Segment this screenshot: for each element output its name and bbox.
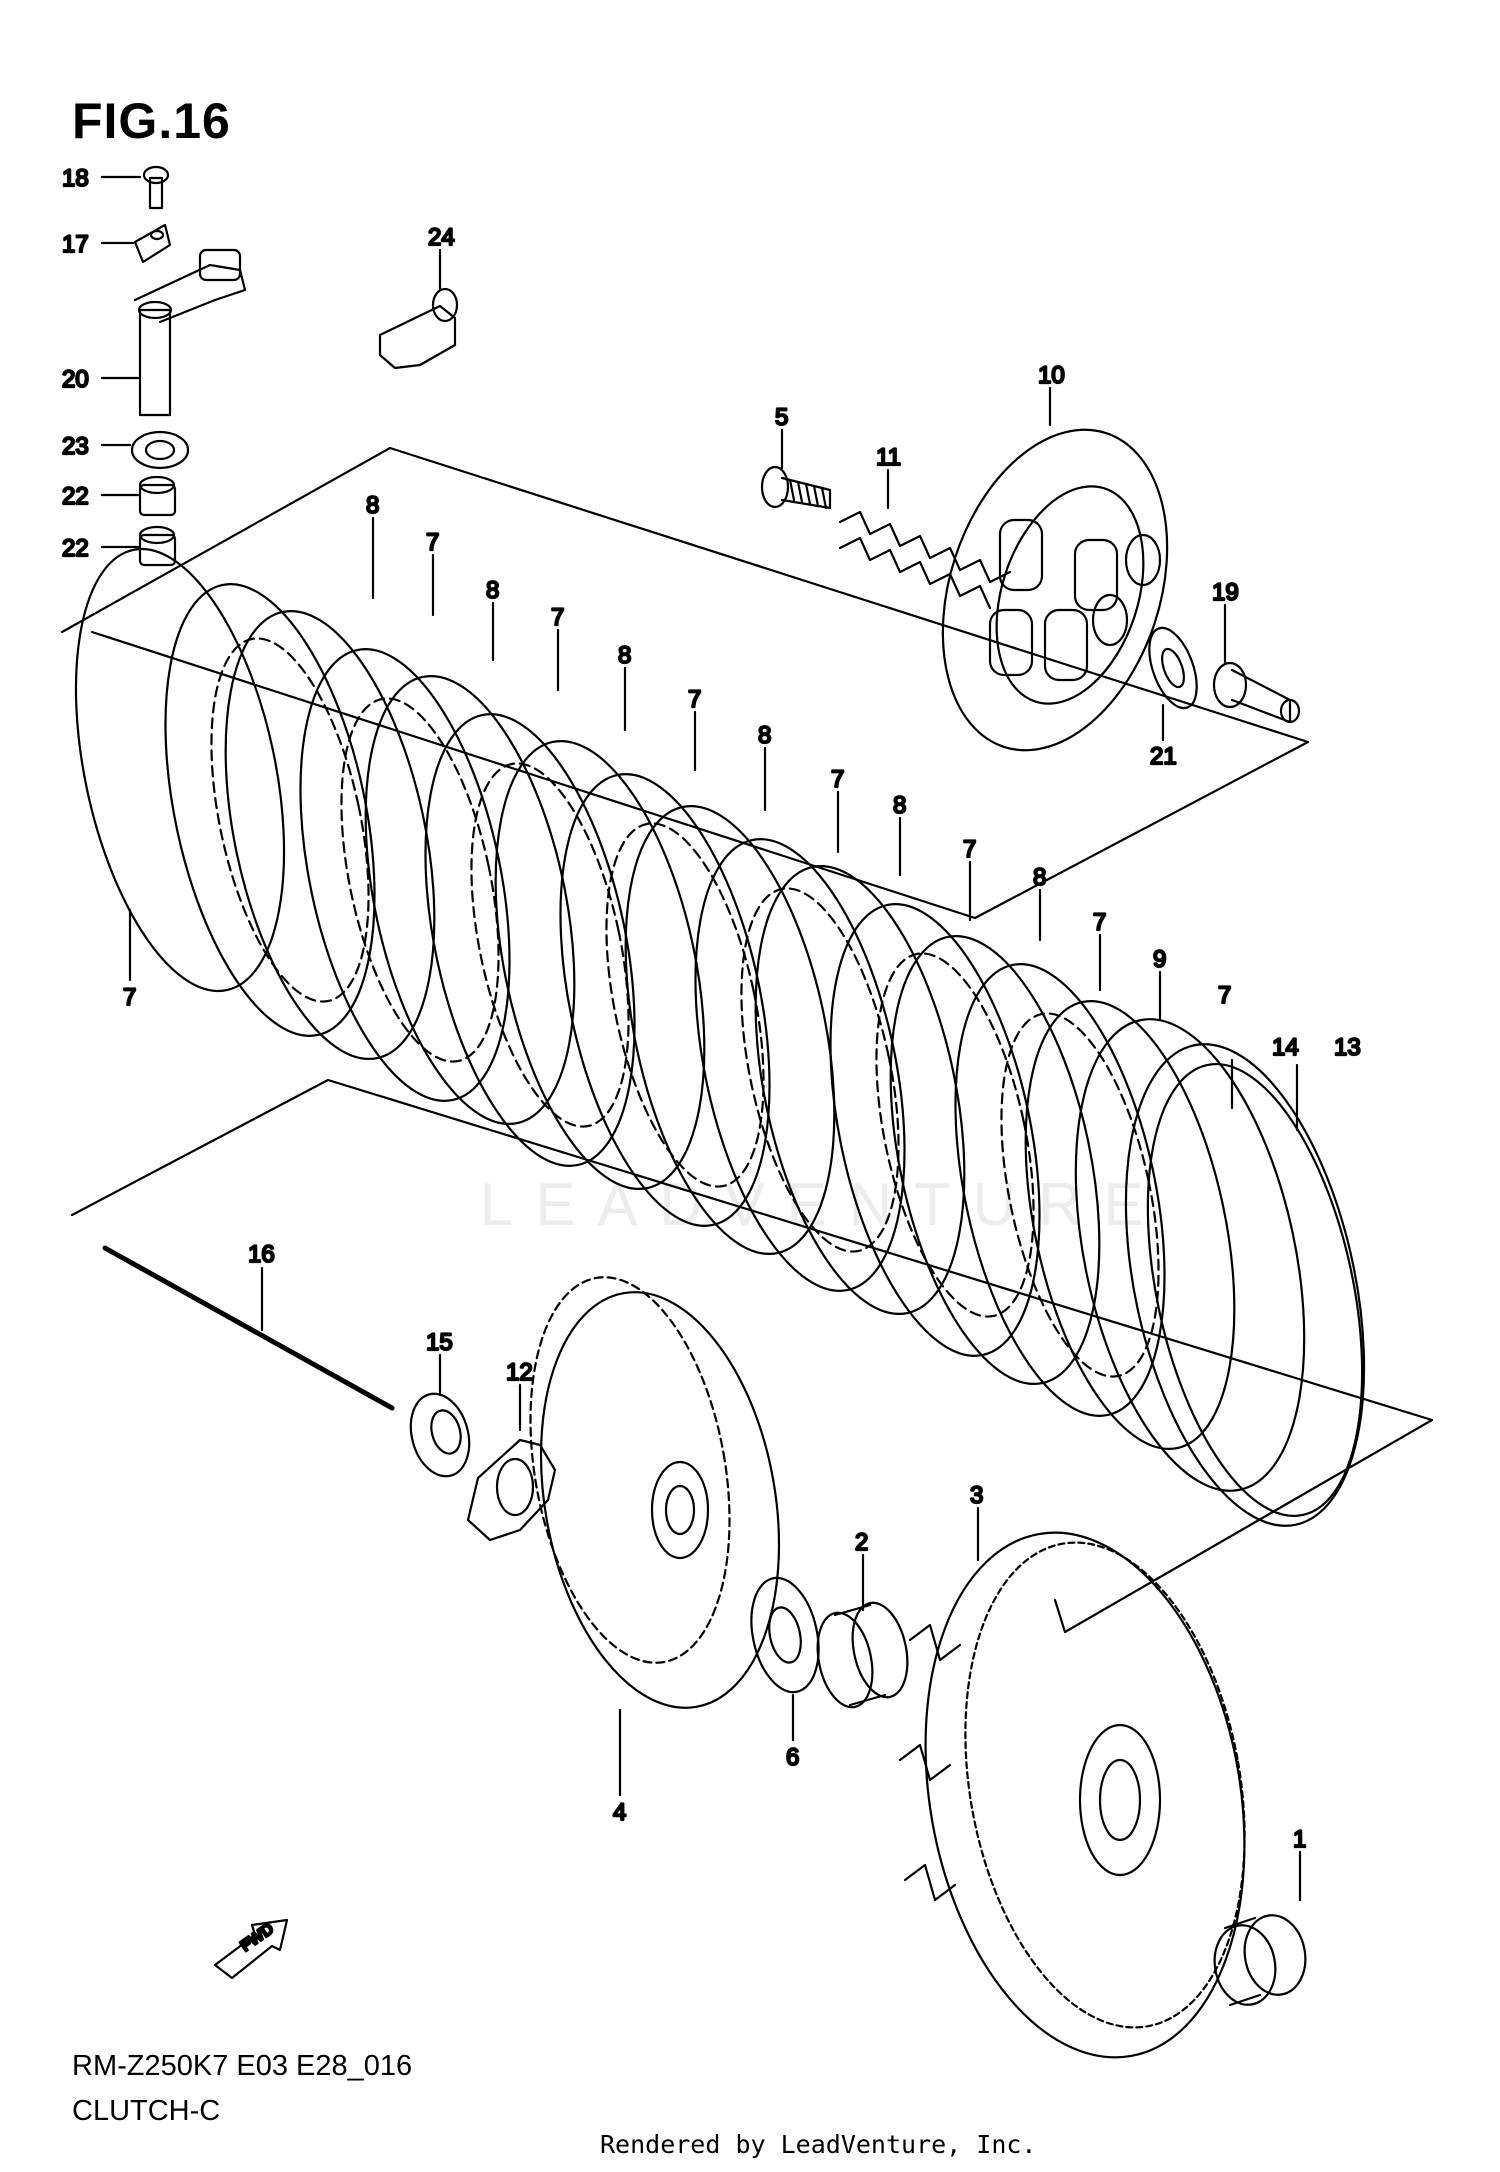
callout-16: 16 [248,1241,275,1268]
push-rod [102,1245,395,1411]
callout-8e: 8 [893,792,906,819]
thrust-washer [750,1576,820,1694]
callout-12: 12 [506,1359,533,1386]
lock-washer [466,1438,557,1542]
callout-7e: 7 [963,836,976,863]
model-code: RM-Z250K7 E03 E28_016 [72,2050,413,2082]
callout-5: 5 [775,404,788,431]
primary-driven-gear [898,1531,1246,2059]
callout-18: 18 [62,165,89,192]
callout-8b: 8 [486,577,499,604]
callout-6: 6 [786,1744,799,1771]
leader-lines [100,175,1302,1902]
clutch-spring [838,510,1012,610]
callout-19: 19 [1212,579,1239,606]
callout-17: 17 [62,231,89,258]
hub-nut [409,1392,471,1478]
callout-24: 24 [428,224,455,251]
fwd-arrow [213,1918,289,1980]
thrust-bearing [1148,626,1198,710]
pressure-plate [941,428,1169,752]
push-piece [1212,661,1301,724]
fwd-label: FWD [238,1920,278,1955]
callout-8d: 8 [758,722,771,749]
figure-title: FIG.16 [72,93,231,149]
callout-8f: 8 [1033,864,1046,891]
sleeve-hub [529,1276,781,1709]
wire-bracket [378,287,459,370]
oil-seal [130,430,190,470]
callout-4: 4 [613,1799,626,1826]
primary-needle-bearing [816,1601,909,1709]
callout-8a: 8 [366,492,379,519]
callout-7c: 7 [688,686,701,713]
callout-9: 9 [1153,946,1166,973]
callout-3: 3 [970,1482,983,1509]
callout-10: 10 [1038,362,1065,389]
callout-7d: 7 [831,766,844,793]
callout-7b: 7 [551,604,564,631]
callout-21: 21 [1150,743,1177,770]
section-name: CLUTCH-C [72,2095,221,2127]
spacer [1213,1914,1307,2007]
callout-8c: 8 [618,642,631,669]
callout-23: 23 [62,433,89,460]
callout-13: 13 [1334,1034,1361,1061]
callout-2: 2 [855,1529,868,1556]
callout-22-upper: 22 [62,483,89,510]
callout-7f: 7 [1093,909,1106,936]
lower-frame [70,1078,1434,1634]
release-shaft [133,248,247,417]
spring-bolt [760,465,832,510]
callout-7h: 7 [123,984,136,1011]
clutch-plate-stack [74,547,1366,1527]
clamp-bolt [142,165,170,210]
callout-7g: 7 [1218,982,1231,1009]
callout-14: 14 [1272,1034,1299,1061]
render-credit: Rendered by LeadVenture, Inc. [600,2130,1037,2159]
callout-11: 11 [876,444,901,471]
upper-frame [60,446,1310,920]
needle-bearing-upper [138,475,177,517]
needle-bearing-lower [138,525,177,567]
callout-20: 20 [62,366,89,393]
callout-7a: 7 [426,529,439,556]
shaft-clamp [133,223,172,264]
callout-22-lower: 22 [62,535,89,562]
callout-15: 15 [426,1329,453,1356]
callout-1: 1 [1293,1826,1306,1853]
